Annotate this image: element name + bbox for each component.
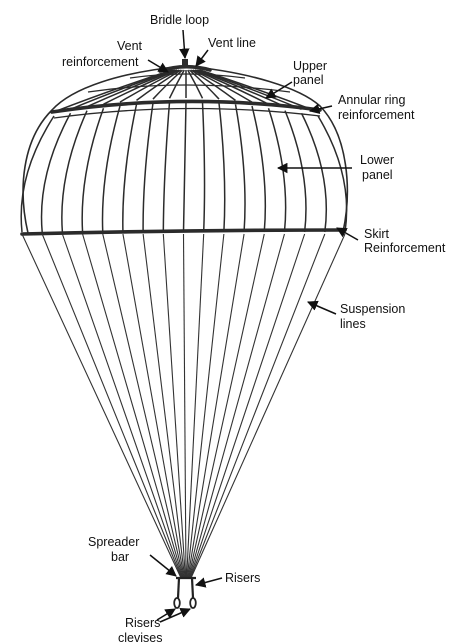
lower-panel-gore — [123, 104, 137, 232]
lower-panel-gore — [203, 102, 205, 232]
suspension-line — [163, 234, 185, 578]
lower-panel-gore — [184, 102, 187, 232]
lower-panel-gore — [252, 106, 265, 232]
label-lower-panel-1: Lower — [360, 153, 394, 167]
suspension-line — [22, 234, 181, 578]
label-bridle-loop: Bridle loop — [150, 13, 209, 27]
suspension-line — [187, 234, 224, 578]
suspension-line — [83, 234, 183, 578]
suspension-line — [189, 234, 265, 578]
suspension-line — [187, 234, 204, 578]
arrow-skirt — [337, 228, 358, 240]
label-suspension-1: Suspension — [340, 302, 405, 316]
label-lower-panel-2: panel — [362, 168, 393, 182]
label-skirt-2: Reinforcement — [364, 241, 446, 255]
arrow-bridle-loop — [183, 30, 185, 58]
label-risers-clevises-2: clevises — [118, 631, 162, 644]
lower-panel-gore — [236, 104, 246, 232]
lower-panel-gores — [21, 102, 346, 232]
suspension-line — [184, 234, 187, 578]
riser-clevis-right — [190, 598, 196, 608]
upper-panel-band-1 — [130, 74, 245, 78]
riser-right — [192, 578, 193, 598]
suspension-line — [190, 234, 305, 578]
label-skirt-1: Skirt — [364, 227, 390, 241]
skirt-reinforcement — [22, 230, 345, 234]
lower-panel-gore — [102, 106, 120, 232]
bridle-loop — [182, 59, 188, 67]
riser-clevis-left — [174, 598, 180, 608]
label-vent-line: Vent line — [208, 36, 256, 50]
label-spreader-1: Spreader — [88, 535, 139, 549]
annular-ring-inner — [54, 108, 320, 118]
label-upper-panel-2: panel — [293, 73, 324, 87]
suspension-line — [191, 234, 345, 578]
riser-assembly — [174, 578, 196, 608]
lower-panel-gore — [163, 102, 169, 232]
lower-panel-gore — [269, 108, 286, 232]
label-suspension-2: lines — [340, 317, 366, 331]
suspension-lines — [22, 234, 345, 578]
suspension-line — [188, 234, 244, 578]
label-vent-reinforcement-2: reinforcement — [62, 55, 139, 69]
suspension-line — [42, 234, 181, 578]
label-vent-reinforcement-1: Vent — [117, 39, 143, 53]
lower-panel-gore — [285, 111, 306, 232]
suspension-line — [103, 234, 184, 578]
lower-panel-gore — [62, 111, 87, 232]
suspension-line — [123, 234, 184, 578]
label-spreader-2: bar — [111, 550, 129, 564]
arrow-vent-line — [196, 50, 208, 66]
lower-panel-gore — [219, 103, 225, 232]
lower-panel-gore — [21, 116, 54, 232]
label-annular-ring-1: Annular ring — [338, 93, 405, 107]
label-risers: Risers — [225, 571, 260, 585]
riser-left — [178, 578, 179, 598]
lower-panel-gore — [82, 108, 103, 232]
arrow-risers — [196, 578, 222, 585]
suspension-line — [190, 234, 324, 578]
label-annular-ring-2: reinforcement — [338, 108, 415, 122]
label-upper-panel-1: Upper — [293, 59, 327, 73]
label-risers-clevises-1: Risers — [125, 616, 160, 630]
upper-panel-seam — [195, 70, 269, 104]
lower-panel-gore — [143, 103, 153, 232]
suspension-line — [189, 234, 284, 578]
